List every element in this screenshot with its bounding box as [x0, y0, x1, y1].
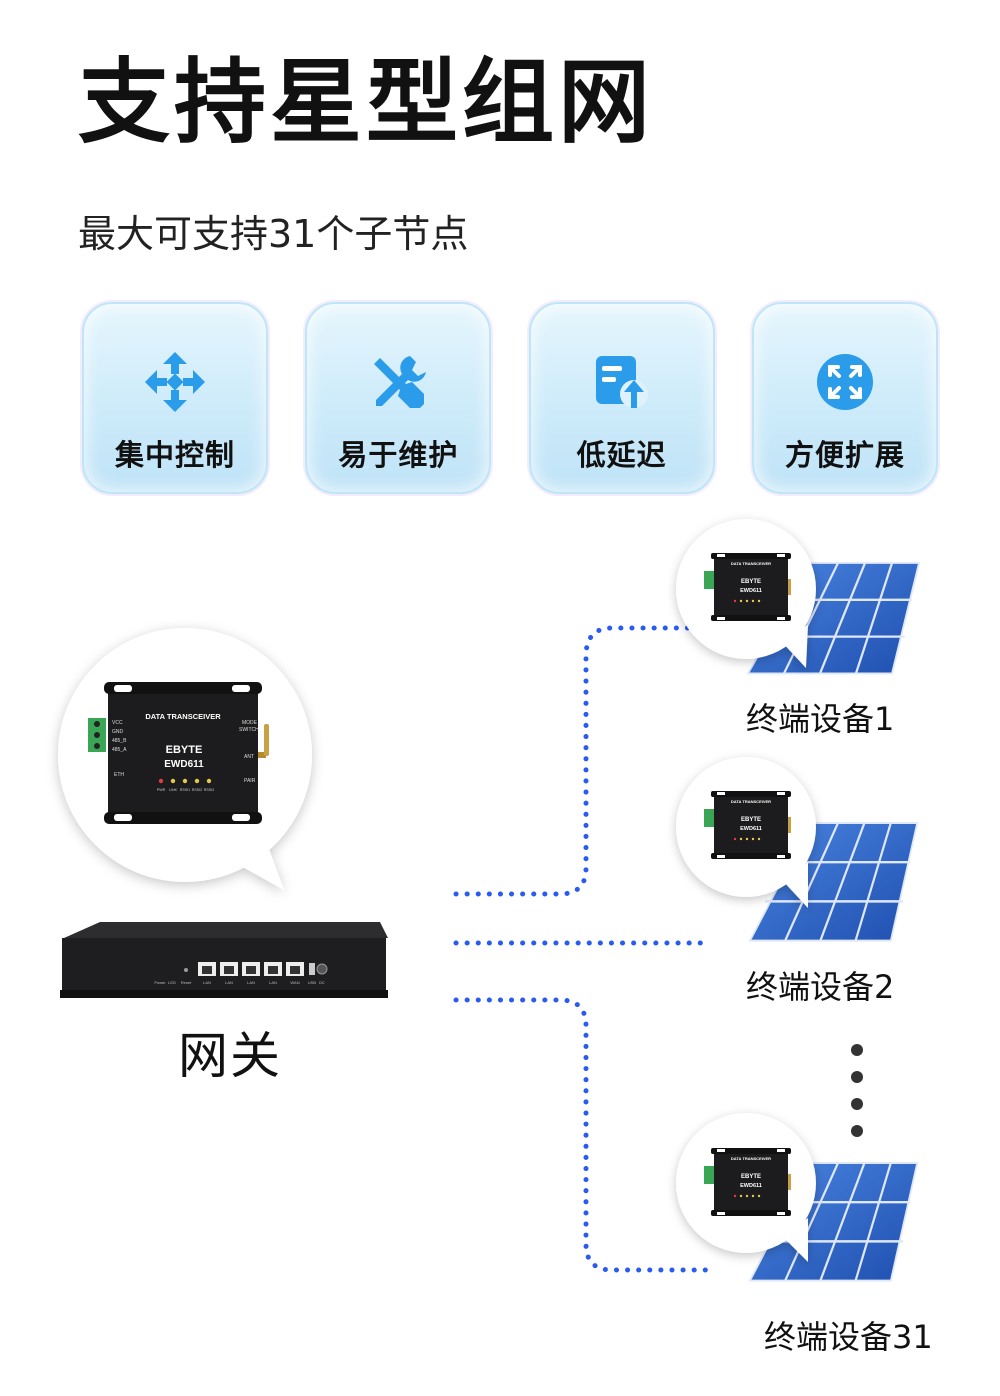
feature-card-easy-maintenance: 易于维护	[305, 302, 492, 494]
mini-device-header: DATA TRANSCEIVER	[731, 1156, 771, 1161]
eth-label: ETH	[114, 772, 124, 778]
device-header: DATA TRANSCEIVER	[145, 712, 221, 721]
mini-device-header: DATA TRANSCEIVER	[731, 561, 771, 566]
port-label: Power	[154, 980, 166, 985]
device-brand: EBYTE	[166, 744, 203, 756]
terminal-device-1: DATA TRANSCEIVER EBYTE EWD611	[704, 553, 791, 621]
device-model: EWD611	[164, 759, 204, 770]
port-label: LAN	[269, 980, 277, 985]
ellipsis-dot	[851, 1098, 863, 1110]
led-label: RSSI2	[192, 788, 202, 792]
node-label-1: 终端设备1	[746, 700, 895, 738]
feature-label: 集中控制	[114, 438, 235, 472]
mini-device-model: EWD611	[740, 588, 762, 594]
ellipsis-dot	[851, 1125, 863, 1137]
node-label-31: 终端设备31	[764, 1318, 933, 1356]
led-label: LINK	[169, 788, 178, 792]
led-label: RSSI3	[204, 788, 214, 792]
mini-device-brand: EBYTE	[741, 817, 761, 823]
mini-device-model: EWD611	[740, 1183, 762, 1189]
pin-label: 485_A	[112, 747, 127, 753]
feature-cards: 集中控制 易于维护 低延迟 方便	[82, 302, 938, 498]
led-link	[170, 778, 176, 784]
mini-device-model: EWD611	[740, 826, 762, 832]
led-rssi2	[194, 778, 200, 784]
led-rssi3	[206, 778, 212, 784]
tools-icon	[374, 356, 427, 408]
led-label: PWR	[157, 788, 166, 792]
ant-label: ANT	[244, 754, 254, 760]
page-subtitle: 最大可支持31个子节点	[78, 212, 469, 256]
feature-label: 低延迟	[576, 438, 667, 472]
expand-icon	[816, 354, 873, 410]
port-label: WAN	[290, 980, 299, 985]
led-rssi1	[182, 778, 188, 784]
port-label: LAN	[247, 980, 255, 985]
switch-label: SWITCH	[239, 727, 259, 733]
page-title: 支持星型组网	[78, 49, 655, 156]
feature-label: 方便扩展	[784, 438, 905, 472]
terminal-device-2: DATA TRANSCEIVER EBYTE EWD611	[704, 791, 791, 859]
link-node-1	[453, 625, 691, 897]
arrows-center-icon	[145, 352, 205, 412]
led-pwr	[158, 778, 164, 784]
pair-label: PAIR	[244, 778, 256, 784]
mini-device-header: DATA TRANSCEIVER	[731, 799, 771, 804]
pin-label: GND	[112, 729, 124, 735]
port-label: DC	[319, 980, 325, 985]
link-node-31	[453, 997, 715, 1273]
port-label: LAN	[225, 980, 233, 985]
feature-label: 易于维护	[338, 438, 459, 472]
node-label-2: 终端设备2	[746, 968, 895, 1006]
feature-card-easy-expansion: 方便扩展	[751, 302, 938, 494]
ellipsis-dot	[851, 1071, 863, 1083]
port-label: LED	[168, 980, 176, 985]
port-label: USB	[308, 980, 317, 985]
pin-label: VCC	[112, 720, 123, 726]
ellipsis-dot	[851, 1044, 863, 1056]
gateway-label: 网关	[178, 1027, 282, 1085]
feature-card-low-latency: 低延迟	[528, 302, 715, 494]
terminal-device-31: DATA TRANSCEIVER EBYTE EWD611	[704, 1148, 791, 1216]
pin-label: 485_B	[112, 738, 127, 744]
mode-label: MODE	[242, 720, 258, 726]
port-label: Reset	[181, 980, 192, 985]
port-label: LAN	[203, 980, 211, 985]
upload-doc-icon	[595, 356, 648, 408]
feature-card-centralized-control: 集中控制	[82, 302, 268, 494]
mini-device-brand: EBYTE	[741, 579, 761, 585]
led-label: RSSI1	[180, 788, 190, 792]
mini-device-brand: EBYTE	[741, 1174, 761, 1180]
